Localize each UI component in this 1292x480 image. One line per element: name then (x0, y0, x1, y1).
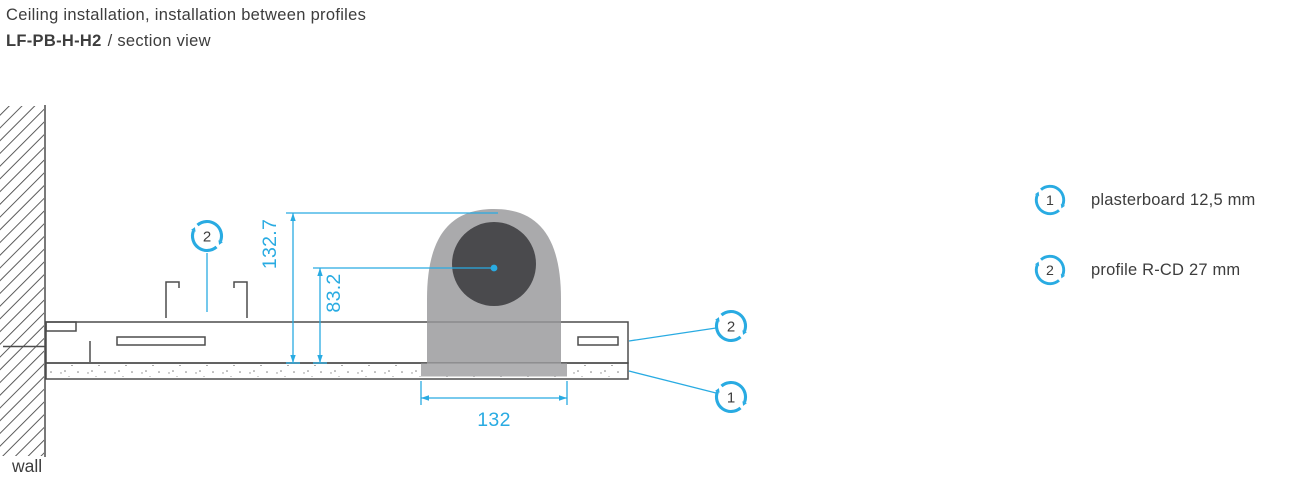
legend-number: 1 (1046, 193, 1054, 209)
legend-number: 2 (1046, 263, 1054, 279)
model-code: LF-PB-H-H2 (6, 32, 102, 50)
lamp-center-point (490, 264, 498, 272)
profile-slot-left (116, 336, 206, 346)
profile-bracket (165, 281, 248, 318)
wall-label: wall (12, 456, 43, 476)
legend-item-profile: 2 profile R-CD 27 mm (1033, 253, 1256, 287)
page-subtitle: LF-PB-H-H2 / section view (6, 32, 211, 51)
view-label: / section view (107, 32, 211, 50)
legend-badge-icon: 2 (1033, 254, 1067, 286)
dimension-center-height: 83.2 (313, 267, 492, 364)
dimension-center-height-label: 83.2 (323, 273, 345, 312)
callout-number: 2 (203, 229, 211, 246)
callout-number: 2 (727, 319, 735, 336)
callout-profile-right: 2 (628, 309, 749, 343)
callout-profile-top: 2 (189, 219, 225, 312)
plasterboard-layer (45, 362, 629, 380)
legend-label: profile R-CD 27 mm (1091, 260, 1241, 279)
lamp-trim (421, 363, 567, 377)
legend-label: plasterboard 12,5 mm (1091, 190, 1256, 209)
wall-hatch (0, 106, 44, 456)
profile-slot-right (577, 336, 619, 346)
dimension-cutout-width-label: 132 (477, 409, 510, 431)
callout-plasterboard-right: 1 (628, 370, 749, 414)
page-title: Ceiling installation, installation betwe… (6, 6, 367, 24)
legend-item-plasterboard: 1 plasterboard 12,5 mm (1033, 183, 1256, 217)
perimeter-profile (45, 321, 77, 332)
legend-badge-icon: 1 (1033, 184, 1067, 216)
dimension-total-height-label: 132.7 (259, 219, 281, 269)
lamp-lens (452, 222, 536, 306)
dimension-cutout-width: 132 (420, 381, 568, 431)
dimension-total-height: 132.7 (259, 212, 498, 364)
legend: 1 plasterboard 12,5 mm 2 profile R-CD 27… (1033, 183, 1256, 287)
callout-number: 1 (727, 390, 735, 407)
